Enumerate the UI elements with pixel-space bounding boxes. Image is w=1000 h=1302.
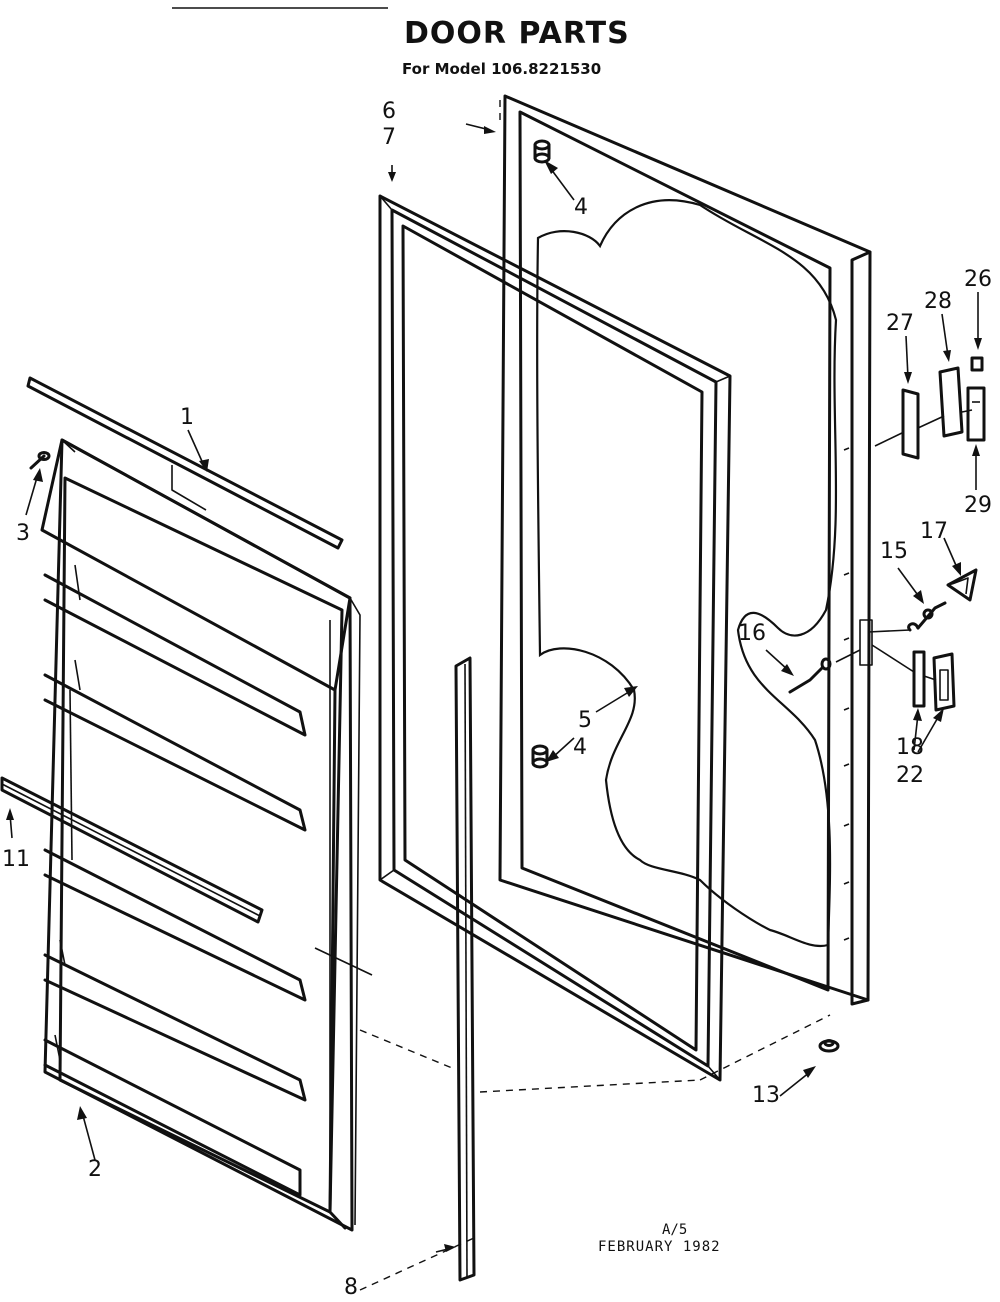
part-label-2: 2 (88, 1157, 102, 1182)
part-label-17: 17 (920, 519, 948, 544)
assembly-leader-lines (171, 96, 973, 1291)
door-stop-pin-15 (907, 601, 947, 632)
liner-top-trim-strip (26, 376, 344, 550)
latch-16 (788, 657, 832, 694)
part-label-15: 15 (880, 539, 908, 564)
part-label-22: 22 (896, 763, 924, 788)
part-label-16: 16 (738, 621, 766, 646)
handle-spacer-27 (901, 388, 920, 460)
handle-base-22 (932, 652, 956, 712)
door-liner (40, 438, 361, 1232)
part-label-26: 26 (964, 267, 992, 292)
door-bushing-top (533, 139, 551, 164)
door-bushing-bottom (531, 744, 549, 769)
hinge-bushing (818, 1039, 840, 1053)
part-label-27: 27 (886, 311, 914, 336)
door-stop-17 (946, 568, 978, 602)
handle-cover-18 (912, 650, 926, 708)
door-gasket-frame (378, 194, 732, 1082)
part-label-6: 6 (382, 99, 396, 124)
handle-insert-29 (966, 386, 986, 442)
part-label-8: 8 (344, 1275, 358, 1297)
part-label-4-bottom: 4 (573, 735, 587, 760)
part-label-13: 13 (752, 1083, 780, 1108)
part-label-5: 5 (578, 708, 592, 733)
part-number-labels: 1 2 3 4 4 5 6 7 8 11 13 15 16 17 18 22 2… (2, 99, 992, 1300)
diagram-title: DOOR PARTS (404, 16, 630, 51)
liner-screw (29, 451, 51, 470)
model-subtitle: For Model 106.8221530 (402, 60, 602, 78)
part-label-28: 28 (924, 289, 952, 314)
handle-clip-26 (970, 356, 984, 372)
footer-date: FEBRUARY 1982 (598, 1239, 721, 1255)
vertical-gasket-strip (454, 656, 476, 1282)
part-label-18: 18 (896, 735, 924, 760)
part-leader-arrows (6, 123, 982, 1253)
outer-door-panel (498, 94, 873, 1006)
handle-plate-28 (938, 366, 964, 438)
part-label-3: 3 (16, 521, 30, 546)
part-label-7: 7 (382, 125, 396, 150)
part-label-11: 11 (2, 847, 30, 872)
door-shelf-bar (0, 776, 264, 924)
part-label-4-top: 4 (574, 195, 588, 220)
footer-code: A/5 (662, 1222, 688, 1238)
part-label-1: 1 (180, 405, 194, 430)
part-label-29: 29 (964, 493, 992, 518)
